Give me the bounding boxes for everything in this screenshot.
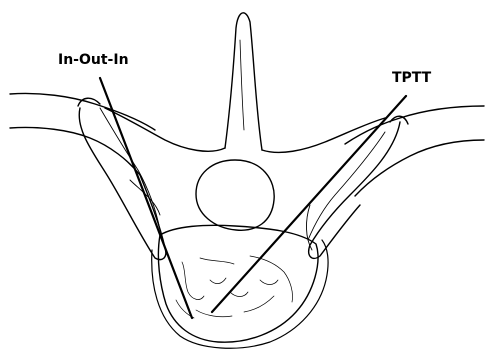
spinal-canal: [196, 160, 274, 230]
tptt-trajectory: [212, 96, 406, 312]
body-texture-7: [260, 280, 278, 285]
left-transverse-process-lower: [10, 127, 140, 175]
label-in-out-in: In-Out-In: [58, 52, 129, 68]
body-outer-rim: [152, 240, 328, 348]
label-tptt: TPTT: [392, 70, 431, 86]
left-pedicle: [79, 108, 166, 260]
body-texture-8: [230, 292, 248, 297]
body-texture-5: [244, 296, 274, 312]
right-facet: [308, 132, 385, 240]
body-texture-2: [200, 258, 234, 264]
spinous-process: [225, 13, 262, 150]
body-texture-6: [210, 278, 226, 284]
in-out-in-trajectory: [100, 78, 192, 318]
right-transverse-process-lower: [355, 140, 484, 196]
body-texture-1: [182, 262, 204, 299]
right-lamina: [262, 118, 385, 152]
left-transverse-process: [10, 93, 155, 130]
spinous-process-inner: [240, 40, 244, 130]
